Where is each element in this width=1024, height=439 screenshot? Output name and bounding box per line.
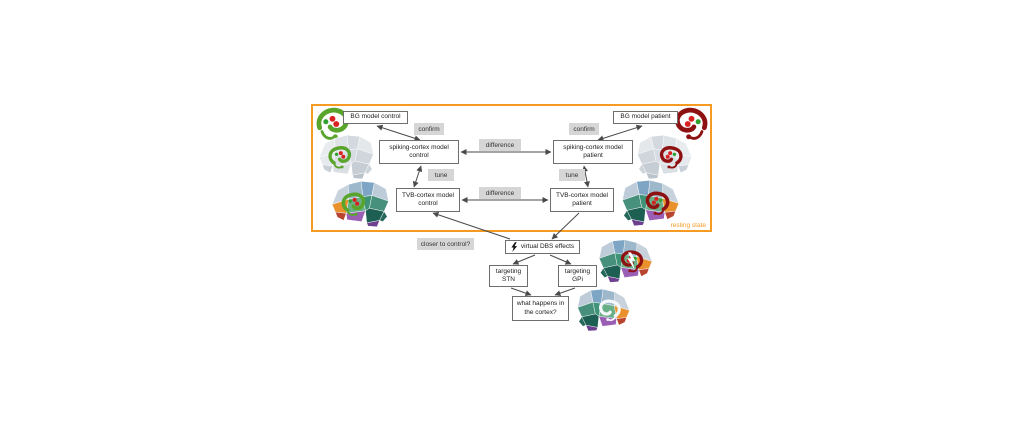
node-spiking-cortex-patient: spiking-cortex model patient <box>553 140 633 164</box>
node-label: what happens in <box>516 300 565 308</box>
edge-label-difference-bottom: difference <box>479 187 521 199</box>
node-label: spiking-cortex model <box>389 143 449 151</box>
node-targeting-gpi: targeting GPi <box>558 265 597 287</box>
tvb-brain-control-image <box>330 180 391 229</box>
node-tvb-cortex-control: TVB-cortex model control <box>396 188 460 212</box>
node-label: virtual DBS effects <box>520 242 575 250</box>
grey-brain-control-image <box>317 134 376 181</box>
edge-label-difference-top: difference <box>479 139 521 151</box>
cortex-response-brain-image <box>576 288 632 333</box>
node-what-happens-cortex: what happens in the cortex? <box>512 296 569 321</box>
lightning-bolt-icon <box>627 252 636 270</box>
grey-brain-patient-image <box>635 134 694 181</box>
edge-label-tune-left: tune <box>428 169 454 181</box>
edge-label-closer-to-control: closer to control? <box>417 238 474 250</box>
node-bg-model-patient: BG model patient <box>613 111 678 124</box>
node-label: the cortex? <box>524 308 557 316</box>
node-spiking-cortex-control: spiking-cortex model control <box>379 140 459 164</box>
node-bg-model-control: BG model control <box>343 111 408 124</box>
node-label: STN <box>502 276 515 283</box>
node-tvb-cortex-patient: TVB-cortex model patient <box>550 188 614 212</box>
node-label: patient <box>572 200 592 207</box>
tvb-brain-patient-image <box>620 179 681 228</box>
lightning-bolt-icon <box>511 242 517 252</box>
edge-label-confirm-right: confirm <box>569 123 599 135</box>
node-label: GPi <box>572 276 583 283</box>
node-label: BG model control <box>350 113 401 121</box>
node-label: patient <box>583 152 603 159</box>
dbs-stimulated-brain-image <box>597 238 654 285</box>
node-virtual-dbs-effects: virtual DBS effects <box>505 240 580 254</box>
edge-label-tune-right: tune <box>559 169 585 181</box>
node-label: control <box>418 200 438 207</box>
node-label: BG model patient <box>620 113 671 121</box>
node-label: spiking-cortex model <box>563 143 623 151</box>
node-label: targeting <box>564 267 591 275</box>
edge-label-confirm-left: confirm <box>414 123 444 135</box>
resting-state-region: resting state <box>311 104 712 232</box>
node-label: TVB-cortex model <box>401 191 455 199</box>
node-label: control <box>409 152 429 159</box>
node-targeting-stn: targeting STN <box>489 265 528 287</box>
node-label: targeting <box>495 267 522 275</box>
resting-state-label: resting state <box>670 222 706 229</box>
node-label: TVB-cortex model <box>555 191 609 199</box>
